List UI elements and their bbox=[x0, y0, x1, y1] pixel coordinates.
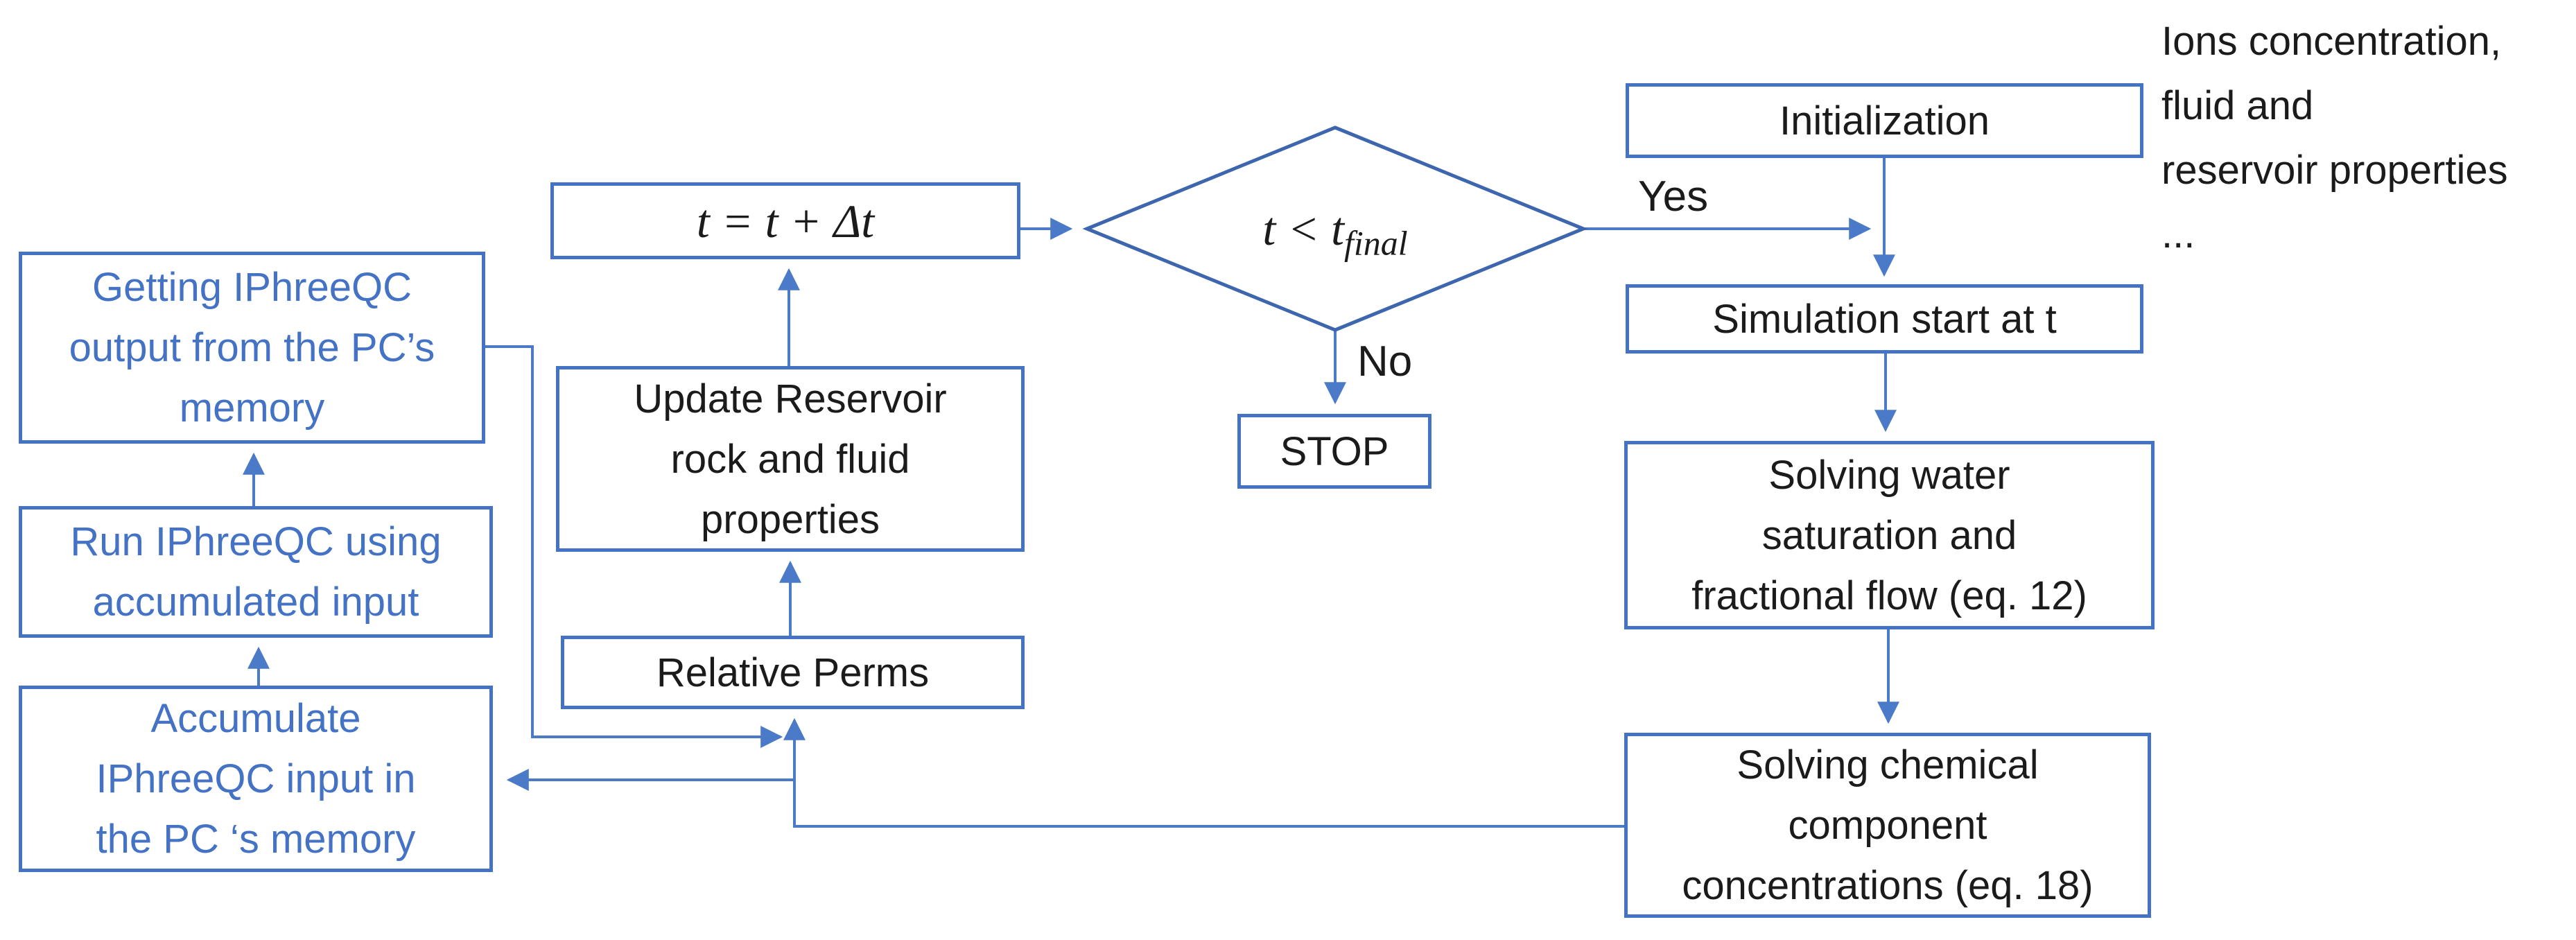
node-solving-water: Solving water saturation and fractional … bbox=[1624, 441, 2155, 629]
node-solving-water-label: Solving water saturation and fractional … bbox=[1691, 452, 2087, 618]
node-solving-chemical: Solving chemical component concentration… bbox=[1624, 733, 2151, 918]
edge-label-yes: Yes bbox=[1638, 173, 1709, 220]
node-update-reservoir-label: Update Reservoir rock and fluid properti… bbox=[634, 376, 947, 542]
decision-label: t < tfinal bbox=[1137, 173, 1533, 284]
decision-label-sub: final bbox=[1343, 223, 1408, 263]
edge-solvechem-to-relperms bbox=[783, 717, 1624, 828]
decision-diamond bbox=[1082, 125, 1588, 332]
node-run-iphreeqc-label: Run IPhreeQC using accumulated input bbox=[70, 519, 442, 625]
node-relative-perms-label: Relative Perms bbox=[656, 650, 930, 695]
node-relative-perms: Relative Perms bbox=[561, 636, 1025, 709]
node-update-reservoir: Update Reservoir rock and fluid properti… bbox=[556, 366, 1025, 552]
node-simulation-start: Simulation start at t bbox=[1626, 284, 2143, 354]
node-initialization-label: Initialization bbox=[1779, 98, 1990, 143]
node-solving-chemical-label: Solving chemical component concentration… bbox=[1682, 742, 2094, 908]
edge-label-no: No bbox=[1357, 338, 1413, 385]
node-time-update: t = t + Δt bbox=[550, 182, 1020, 259]
node-stop: STOP bbox=[1237, 414, 1431, 489]
node-accumulate-input: Accumulate IPhreeQC input in the PC ‘s m… bbox=[19, 686, 493, 872]
node-initialization: Initialization bbox=[1626, 83, 2143, 158]
node-run-iphreeqc: Run IPhreeQC using accumulated input bbox=[19, 506, 493, 638]
node-getting-output: Getting IPhreeQC output from the PC’s me… bbox=[19, 252, 485, 444]
annotation-initial-properties: Ions concentration, fluid and reservoir … bbox=[2161, 19, 2508, 257]
edge-getting-to-relperms bbox=[485, 345, 783, 748]
node-stop-label: STOP bbox=[1280, 428, 1389, 474]
node-getting-output-label: Getting IPhreeQC output from the PC’s me… bbox=[69, 265, 435, 430]
node-time-update-label: t = t + Δt bbox=[696, 194, 875, 247]
node-accumulate-input-label: Accumulate IPhreeQC input in the PC ‘s m… bbox=[96, 696, 416, 862]
node-simulation-start-label: Simulation start at t bbox=[1712, 296, 2057, 342]
decision-label-main: t < t bbox=[1262, 202, 1344, 255]
